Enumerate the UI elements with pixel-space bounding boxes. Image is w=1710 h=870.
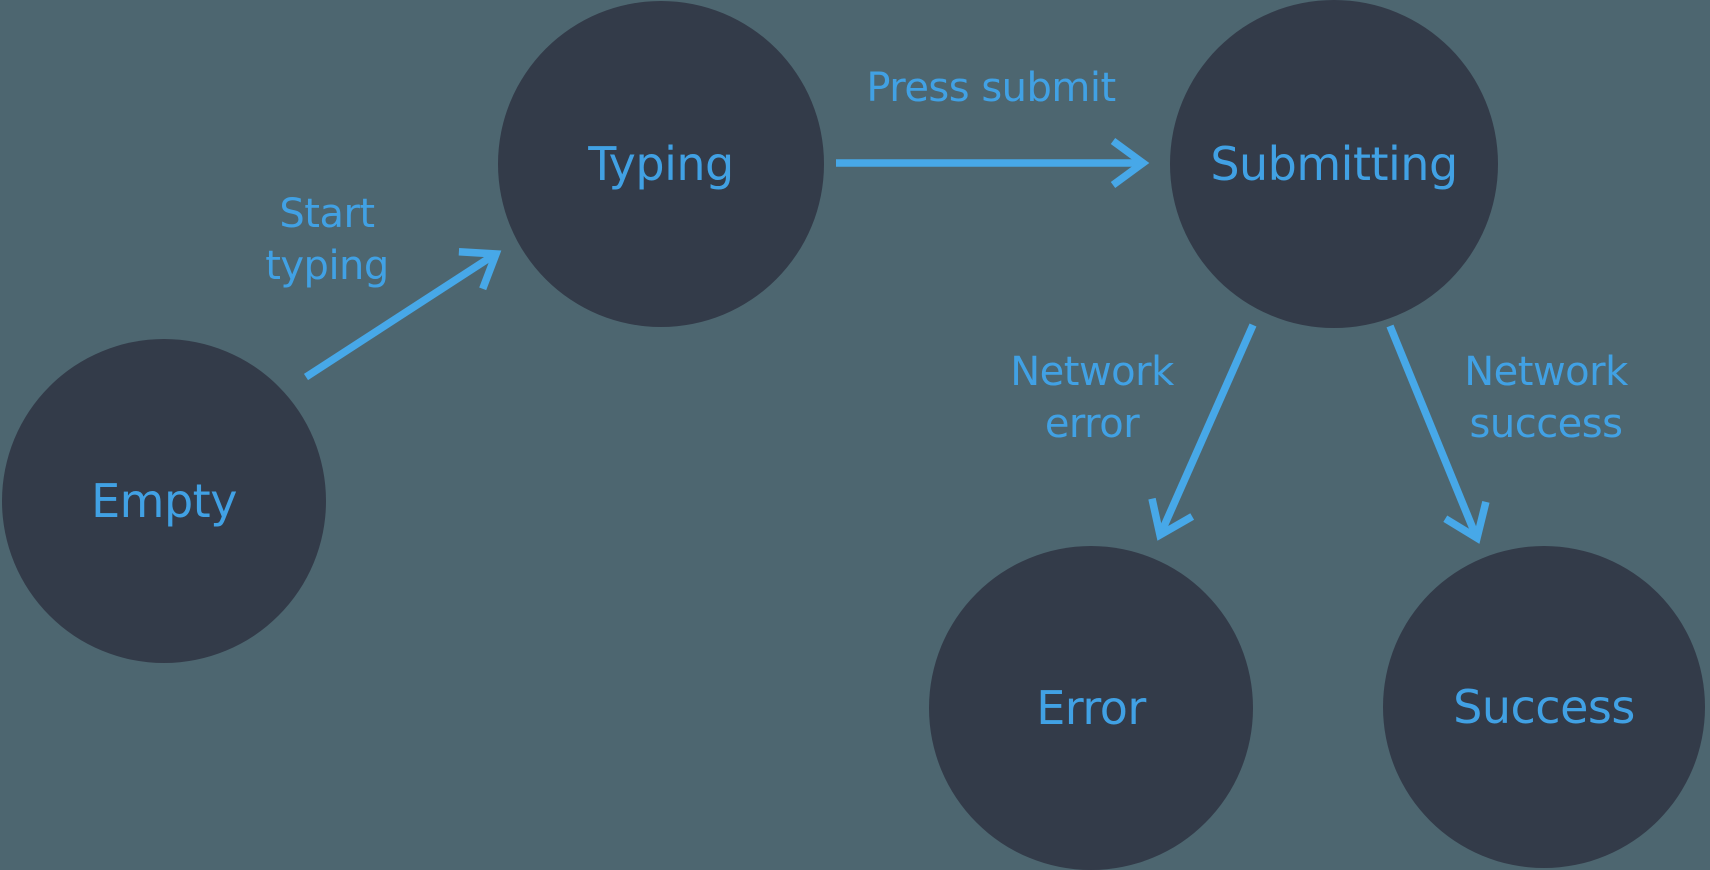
state-node-error: Error xyxy=(929,546,1253,870)
edge-label-network-success: Network success xyxy=(1464,346,1628,450)
edge-label-line: Press submit xyxy=(866,65,1116,111)
arrow-network-success-icon xyxy=(1386,324,1490,544)
state-node-empty: Empty xyxy=(2,339,326,663)
state-label-empty: Empty xyxy=(91,474,237,528)
edge-label-network-error: Network error xyxy=(1010,346,1174,450)
edge-label-line: Start xyxy=(279,191,375,237)
arrow-network-error-icon xyxy=(1148,323,1257,541)
state-label-typing: Typing xyxy=(588,137,734,191)
edge-label-line: Network xyxy=(1010,349,1174,395)
edge-label-line: Network xyxy=(1464,349,1628,395)
state-node-success: Success xyxy=(1383,546,1705,868)
state-label-error: Error xyxy=(1036,681,1146,735)
state-node-typing: Typing xyxy=(498,1,824,327)
edge-label-line: typing xyxy=(265,243,389,289)
edge-label-press-submit: Press submit xyxy=(866,62,1116,114)
edge-label-start-typing: Start typing xyxy=(265,188,389,292)
arrow-start-typing-icon xyxy=(303,248,502,381)
edge-label-line: success xyxy=(1469,401,1623,447)
state-label-success: Success xyxy=(1453,680,1635,734)
edge-label-line: error xyxy=(1044,401,1140,447)
arrow-press-submit-icon xyxy=(836,137,1150,189)
state-node-submitting: Submitting xyxy=(1170,0,1498,328)
state-label-submitting: Submitting xyxy=(1210,137,1458,191)
